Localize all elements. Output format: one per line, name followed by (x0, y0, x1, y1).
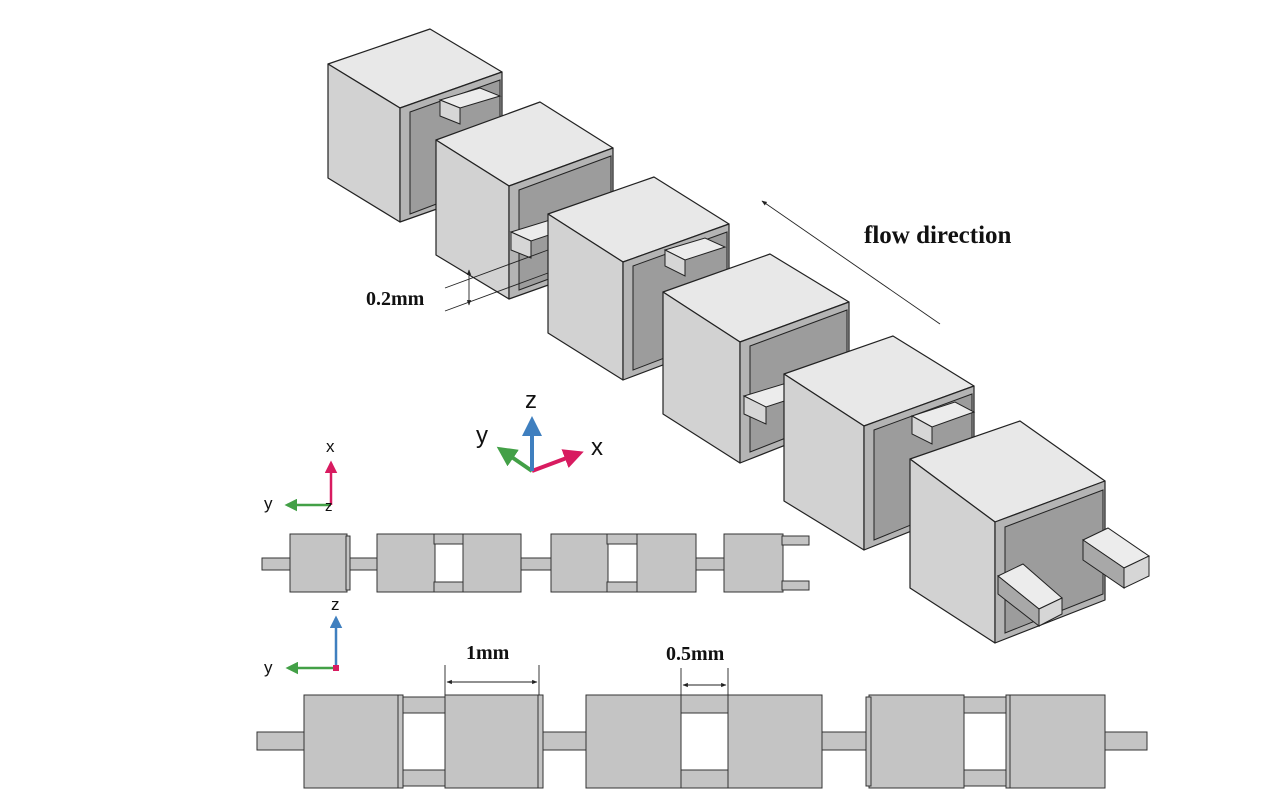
top-axis-x-label: x (326, 437, 335, 456)
side-axis-z-label: z (331, 595, 340, 614)
isometric-view: 0.2mm flow direction x y z (327, 28, 1150, 644)
thickness-dimension: 0.2mm (366, 249, 549, 312)
axis-x-label: x (591, 434, 603, 461)
iso-block (662, 253, 850, 464)
thickness-label: 0.2mm (366, 288, 425, 310)
length-label: 1mm (466, 642, 510, 664)
axis-z-label: z (525, 387, 537, 414)
gap-dimension: 0.5mm (666, 643, 729, 695)
iso-block (909, 420, 1150, 644)
top-view: x y z (261, 437, 810, 593)
top-axis-y-label: y (264, 494, 273, 513)
top-axis-z-label: z (325, 498, 333, 515)
length-dimension: 1mm (444, 642, 540, 695)
flow-direction-arrow: flow direction (761, 200, 1012, 325)
flow-direction-label: flow direction (864, 222, 1012, 249)
axis-y-label: y (476, 422, 488, 449)
gap-label: 0.5mm (666, 643, 725, 665)
side-view: z y 1mm 0.5mm (256, 595, 1148, 789)
side-axis-y-label: y (264, 658, 273, 677)
side-view-axis-triad: z y (264, 595, 343, 677)
top-view-axis-triad: x y z (264, 437, 338, 515)
main-axis-triad: x y z (476, 387, 603, 473)
